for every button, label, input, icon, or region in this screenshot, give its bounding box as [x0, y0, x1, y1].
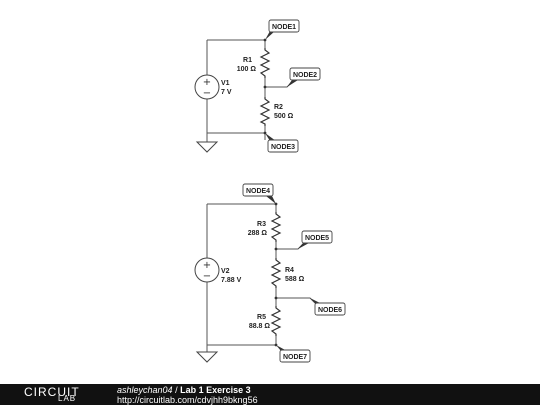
svg-text:NODE3: NODE3 — [271, 144, 295, 151]
node-tag-node5[interactable]: NODE5 — [298, 230, 333, 249]
r4-name: R4 — [285, 267, 294, 274]
voltage-source-v1[interactable] — [194, 74, 220, 100]
v2-value: 7.88 V — [221, 277, 242, 284]
node-tag-node2[interactable]: NODE2 — [287, 67, 321, 87]
minus-icon: − — [203, 271, 211, 282]
node-tag-node7[interactable]: NODE7 — [276, 345, 311, 363]
author-name[interactable]: ashleychan04 — [117, 385, 173, 395]
resistor-r2[interactable] — [259, 97, 271, 126]
wire-bottom-2 — [207, 336, 277, 346]
logo-sub-text: LAB — [58, 394, 77, 403]
circuitlab-logo[interactable]: CIRCUIT LAB — [24, 385, 94, 404]
resistor-r5[interactable] — [270, 306, 282, 336]
r3-name: R3 — [257, 221, 266, 228]
title-separator: / — [175, 385, 178, 395]
r4-value: 588 Ω — [285, 276, 305, 283]
wire-top-1 — [207, 39, 266, 48]
svg-text:NODE5: NODE5 — [305, 235, 329, 242]
r2-name: R2 — [274, 104, 283, 111]
ground-icon — [195, 351, 219, 363]
junction-dot — [274, 247, 278, 251]
plus-icon: + — [203, 260, 211, 271]
wire-top-2 — [207, 203, 277, 212]
svg-text:NODE1: NODE1 — [272, 24, 296, 31]
resistor-r1[interactable] — [259, 48, 271, 78]
wire-node6 — [276, 297, 317, 305]
schematic-svg: + − R1 100 Ω R2 500 Ω V1 7 V NODE1 NODE2… — [194, 19, 346, 363]
circuit-1: + − R1 100 Ω R2 500 Ω V1 7 V NODE1 NODE2… — [194, 19, 321, 153]
footer-caption: ashleychan04 / Lab 1 Exercise 3 — [117, 385, 251, 395]
ground-icon — [195, 141, 219, 153]
node-tag-node1[interactable]: NODE1 — [265, 19, 300, 40]
junction-dot — [274, 296, 278, 300]
wire-node5 — [276, 242, 305, 250]
r1-name: R1 — [243, 57, 252, 64]
minus-icon: − — [203, 88, 211, 99]
voltage-source-v2[interactable] — [194, 257, 220, 283]
svg-text:NODE2: NODE2 — [293, 72, 317, 79]
svg-text:NODE4: NODE4 — [246, 188, 270, 195]
junction-dot — [263, 85, 267, 89]
r2-value: 500 Ω — [274, 113, 294, 120]
v2-name: V2 — [221, 268, 230, 275]
svg-text:NODE7: NODE7 — [283, 354, 307, 361]
wire-node2 — [265, 80, 294, 88]
resistor-r4[interactable] — [270, 258, 282, 288]
resistor-r3[interactable] — [270, 212, 282, 242]
node-tag-node3[interactable]: NODE3 — [265, 133, 299, 153]
wire-bottom-1 — [207, 126, 266, 134]
circuit-title: Lab 1 Exercise 3 — [180, 385, 251, 395]
r5-name: R5 — [257, 314, 266, 321]
node-tag-node4[interactable]: NODE4 — [242, 183, 276, 204]
circuit-2: + − R3 288 Ω R4 588 Ω R5 88.8 Ω V2 7.88 … — [194, 183, 346, 363]
r5-value: 88.8 Ω — [249, 323, 271, 330]
v1-name: V1 — [221, 80, 230, 87]
r1-value: 100 Ω — [237, 66, 257, 73]
r3-value: 288 Ω — [248, 230, 268, 237]
logo-main-text: CIRCUIT — [24, 385, 80, 399]
circuit-url[interactable]: http://circuitlab.com/cdvjhh9bkng56 — [117, 395, 258, 405]
svg-text:NODE6: NODE6 — [318, 307, 342, 314]
footer-bar — [0, 384, 540, 405]
plus-icon: + — [203, 77, 211, 88]
v1-value: 7 V — [221, 89, 232, 96]
node-tag-node6[interactable]: NODE6 — [310, 298, 346, 316]
